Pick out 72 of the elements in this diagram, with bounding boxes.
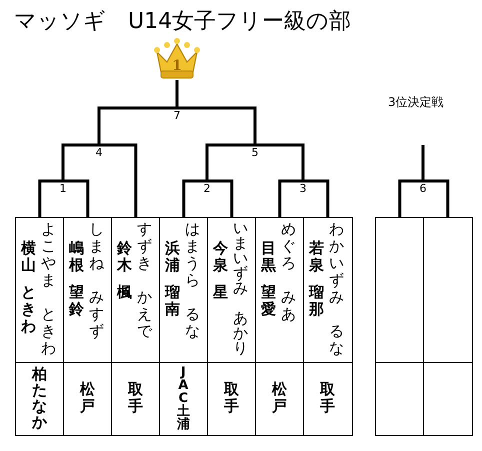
name-cell [15,217,64,364]
given-name: 星 [213,284,228,301]
match-number: 7 [167,109,187,123]
blank-cell [375,362,424,436]
match-number: 3 [293,182,313,196]
bracket-line [207,180,234,217]
bracket-line [99,144,138,217]
family-name: 若泉 [309,240,324,274]
family-name-reading: しまね [89,221,104,272]
family-name: 横山 [21,240,36,274]
given-name-reading: るな [185,306,200,340]
blank-cell [375,217,424,364]
club-cell: JAC土浦 [159,362,208,436]
given-name-reading: るな [329,323,344,357]
club-cell: 柏たなか [15,362,64,436]
blank-cell [423,217,472,364]
bracket-line [38,180,63,217]
given-name-reading: かえで [137,289,152,340]
family-name: 嶋根 [69,240,84,274]
match-number: 6 [413,182,433,196]
blank-cell [423,362,472,436]
bracket-line [206,144,255,181]
family-name-reading: よこやま [41,221,56,289]
family-name: 目黒 [261,240,276,274]
name-cell [159,217,208,364]
rank-number: 1 [171,58,183,74]
name-cell [303,217,352,364]
match-number: 5 [245,146,265,160]
name-cell [255,217,304,364]
given-name-reading: みすず [89,289,104,340]
bracket-line [278,180,303,217]
bracket-line [422,145,424,181]
bracket-line [62,144,99,181]
bracket-line [98,106,177,145]
club-cell: 取手 [207,362,256,436]
section-label: 3位決定戦 [388,94,444,111]
family-name-reading: めぐろ [281,221,296,272]
bracket-line [398,180,423,217]
family-name: 鈴木 [117,240,132,274]
club-cell: 松戸 [63,362,112,436]
bracket-line [63,180,90,217]
family-name: 浜浦 [165,240,180,274]
bracket-line [182,180,207,217]
bracket-line [255,144,304,181]
name-cell [111,217,160,364]
given-name: 瑠那 [309,284,324,318]
given-name: 望鈴 [69,284,84,318]
given-name-reading: みあ [281,289,296,323]
bracket-line [423,180,450,217]
given-name: ときわ [21,284,36,335]
title: マッソギ U14女子フリー級の部 [14,8,352,36]
family-name-reading: いまいずみ [233,221,248,296]
family-name-reading: わかいずみ [329,221,344,306]
given-name: 瑠南 [165,284,180,318]
family-name: 今泉 [213,240,228,274]
given-name-reading: ときわ [41,306,56,357]
name-cell [207,217,256,364]
bracket-line [177,106,256,145]
family-name-reading: はまうら [185,221,200,289]
given-name: 楓 [117,284,132,301]
bracket-line [303,180,330,217]
club-cell: 取手 [303,362,352,436]
match-number: 4 [89,146,109,160]
match-number: 2 [197,182,217,196]
bracket-line [176,78,178,108]
given-name: 望愛 [261,284,276,318]
given-name-reading: あかり [233,311,248,356]
club-cell: 取手 [111,362,160,436]
club-cell: 松戸 [255,362,304,436]
family-name-reading: すずき [137,221,152,272]
name-cell [63,217,112,364]
match-number: 1 [53,182,73,196]
